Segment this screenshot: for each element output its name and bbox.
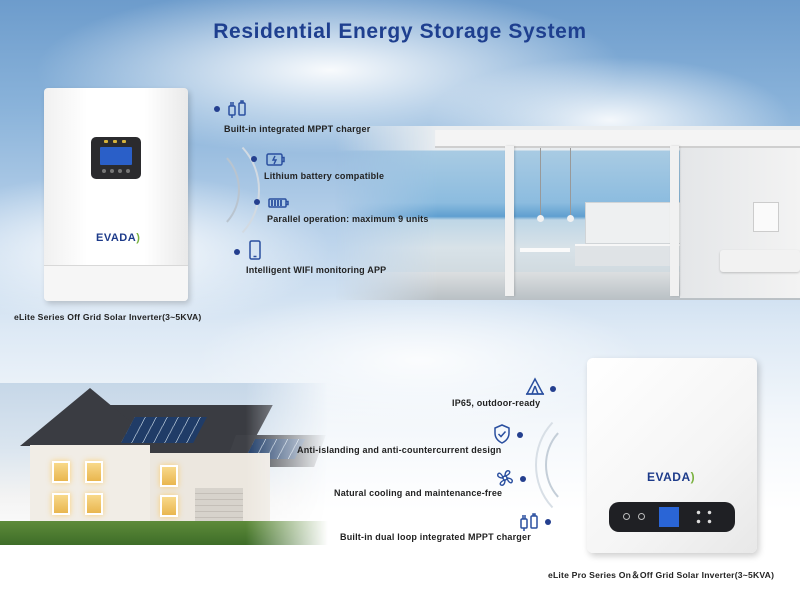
plug-charger-icon (518, 511, 540, 533)
feature-label: Built-in dual loop integrated MPPT charg… (340, 532, 531, 542)
battery-icon (264, 148, 286, 170)
battery-parallel-icon (267, 192, 289, 214)
signal-arc (535, 405, 645, 525)
feature-label: Built-in integrated MPPT charger (224, 124, 371, 134)
inverter-display-panel (91, 137, 141, 179)
page-title: Residential Energy Storage System (213, 20, 587, 43)
feature-label: Parallel operation: maximum 9 units (267, 214, 429, 224)
feature-dot (517, 432, 523, 438)
feature-dot (251, 156, 257, 162)
cooling-fan-icon (494, 467, 516, 489)
feature-label: Anti-islanding and anti-countercurrent d… (297, 445, 502, 455)
feature-dot (550, 386, 556, 392)
product-caption: eLite Pro Series On＆Off Grid Solar Inver… (548, 570, 775, 580)
house-scene (0, 383, 328, 545)
feature-dot (214, 106, 220, 112)
feature-label: Lithium battery compatible (264, 171, 385, 181)
signal-arc (150, 130, 260, 250)
inverter-display-panel (609, 502, 735, 532)
product-caption: eLite Series Off Grid Solar Inverter(3~5… (14, 312, 202, 322)
tent-icon (524, 376, 546, 398)
feature-dot (234, 249, 240, 255)
brand-logo: EVADA) (96, 232, 141, 244)
brand-logo: EVADA) (647, 470, 696, 484)
feature-label: Natural cooling and maintenance-free (334, 488, 503, 498)
feature-label: Intelligent WIFI monitoring APP (246, 265, 387, 275)
feature-dot (520, 476, 526, 482)
plug-charger-icon (226, 98, 248, 120)
shield-check-icon (491, 423, 513, 445)
living-room-scene (335, 126, 800, 300)
feature-dot (545, 519, 551, 525)
smartphone-icon (244, 239, 266, 261)
feature-label: IP65, outdoor-ready (452, 398, 541, 408)
feature-dot (254, 199, 260, 205)
